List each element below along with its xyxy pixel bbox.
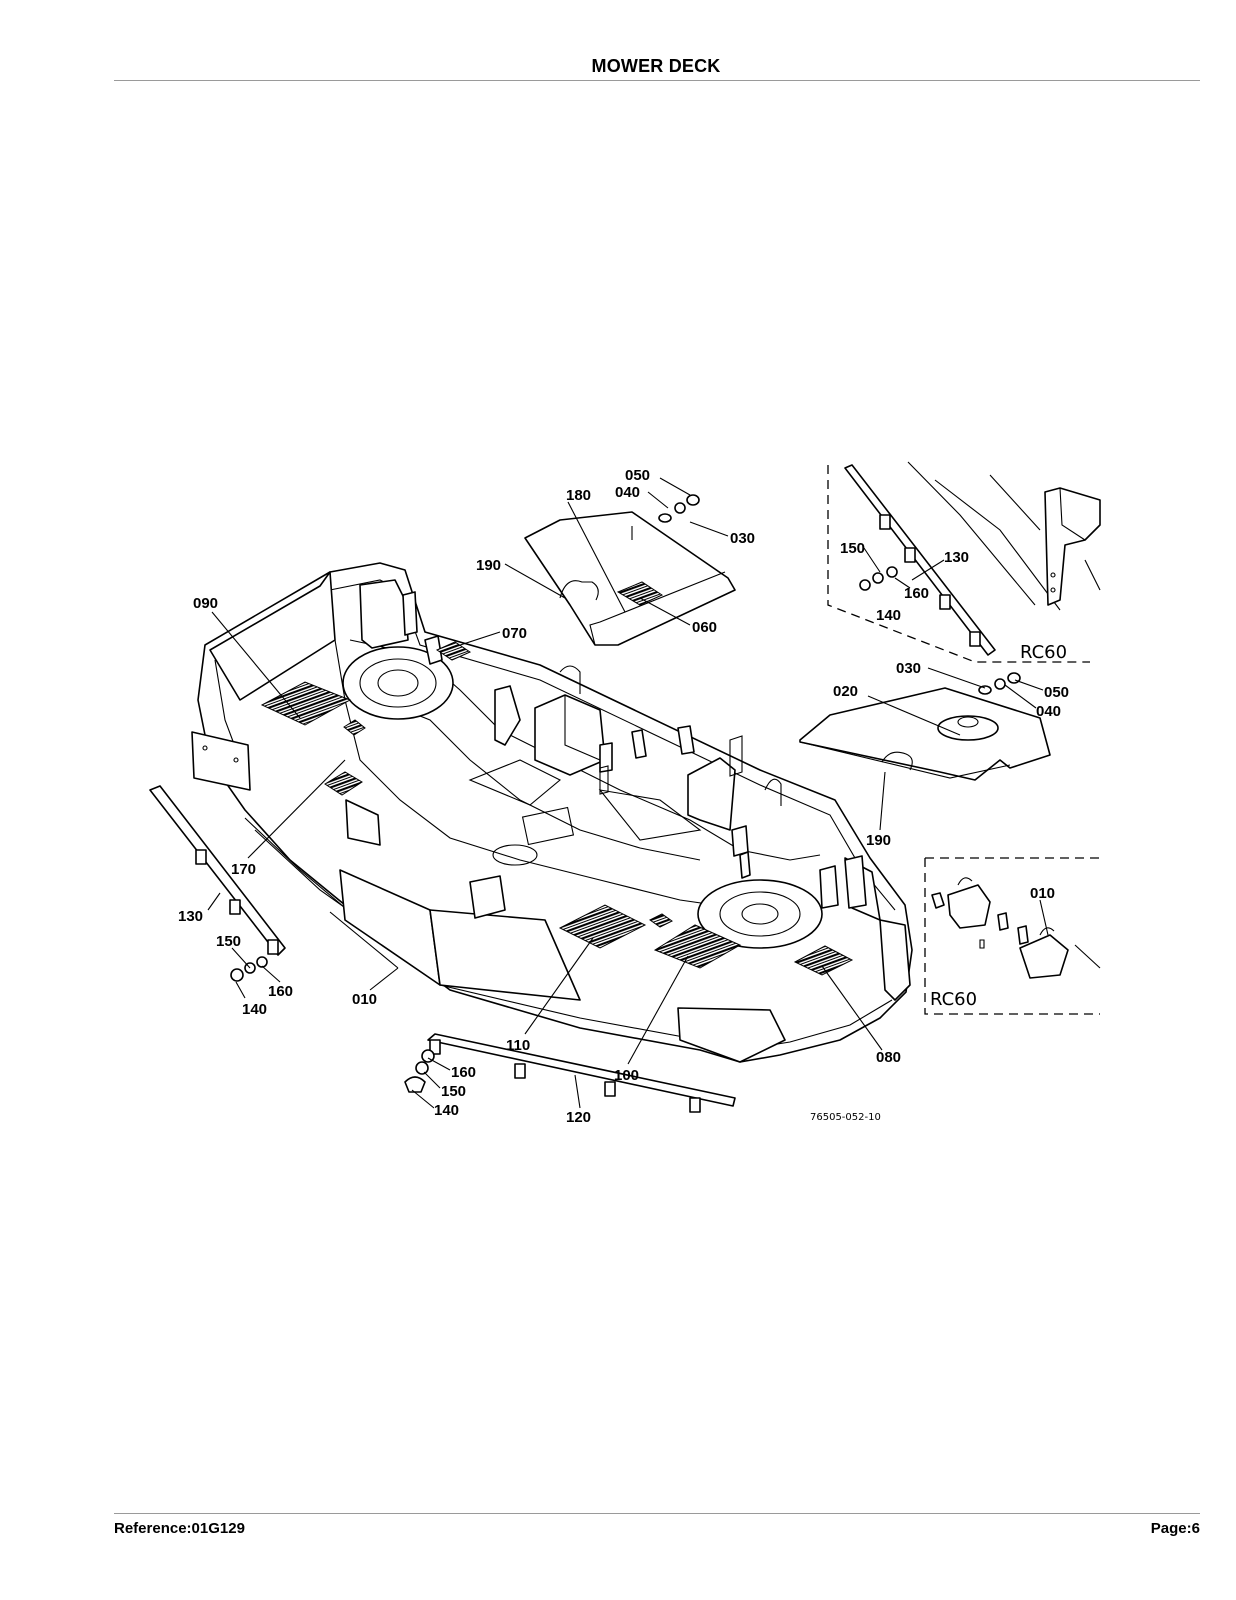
inset-rc60-lower: RC60 — [924, 857, 1101, 1015]
page-title: MOWER DECK — [591, 56, 721, 76]
front-bar — [404, 1033, 736, 1113]
callout-150: 150 — [216, 933, 241, 950]
deck-decals — [260, 641, 854, 976]
footer-page-number: Page:6 — [1150, 1520, 1200, 1537]
footer-rule — [114, 1513, 1200, 1514]
callout-050: 050 — [625, 467, 650, 484]
callout-010: 010 — [1030, 885, 1055, 902]
callout-030: 030 — [730, 530, 755, 547]
mower-deck-body — [191, 562, 913, 1063]
left-belt-cover — [524, 511, 736, 646]
callout-130: 130 — [178, 908, 203, 925]
drawing-code: 76505-052-10 — [810, 1112, 881, 1123]
hardware-top — [658, 494, 700, 523]
callout-010: 010 — [352, 991, 377, 1008]
callout-040: 040 — [1036, 703, 1061, 720]
callout-040: 040 — [615, 484, 640, 501]
right-belt-cover — [799, 687, 1051, 781]
top-brackets — [345, 579, 867, 919]
callout-labels: 050 040 180 030 190 090 070 060 150 130 … — [178, 467, 1069, 1126]
callout-030: 030 — [896, 660, 921, 677]
callout-080: 080 — [876, 1049, 901, 1066]
callout-150: 150 — [840, 540, 865, 557]
header-rule — [114, 80, 1200, 81]
left-side-bar — [149, 785, 286, 982]
inset-label-upper: RC60 — [1020, 642, 1067, 663]
center-spindle — [492, 844, 538, 866]
inset-label-lower: RC60 — [930, 989, 977, 1010]
callout-160: 160 — [904, 585, 929, 602]
callout-190: 190 — [866, 832, 891, 849]
callout-060: 060 — [692, 619, 717, 636]
callout-160: 160 — [451, 1064, 476, 1081]
callout-160: 160 — [268, 983, 293, 1000]
callout-180: 180 — [566, 487, 591, 504]
callout-130: 130 — [944, 549, 969, 566]
leader-lines — [207, 477, 1049, 1109]
callout-020: 020 — [833, 683, 858, 700]
inset-rc60-upper: RC60 — [827, 461, 1101, 663]
callout-090: 090 — [193, 595, 218, 612]
callout-140: 140 — [242, 1001, 267, 1018]
callout-050: 050 — [1044, 684, 1069, 701]
callout-140: 140 — [434, 1102, 459, 1119]
callout-070: 070 — [502, 625, 527, 642]
right-spindle — [697, 879, 823, 949]
callout-170: 170 — [231, 861, 256, 878]
callout-190: 190 — [476, 557, 501, 574]
callout-140: 140 — [876, 607, 901, 624]
left-spindle — [342, 646, 454, 720]
hardware-right — [978, 672, 1021, 695]
callout-150: 150 — [441, 1083, 466, 1100]
callout-110: 110 — [506, 1037, 530, 1054]
callout-100: 100 — [614, 1067, 639, 1084]
footer-reference: Reference:01G129 — [114, 1520, 245, 1537]
callout-120: 120 — [566, 1109, 591, 1126]
